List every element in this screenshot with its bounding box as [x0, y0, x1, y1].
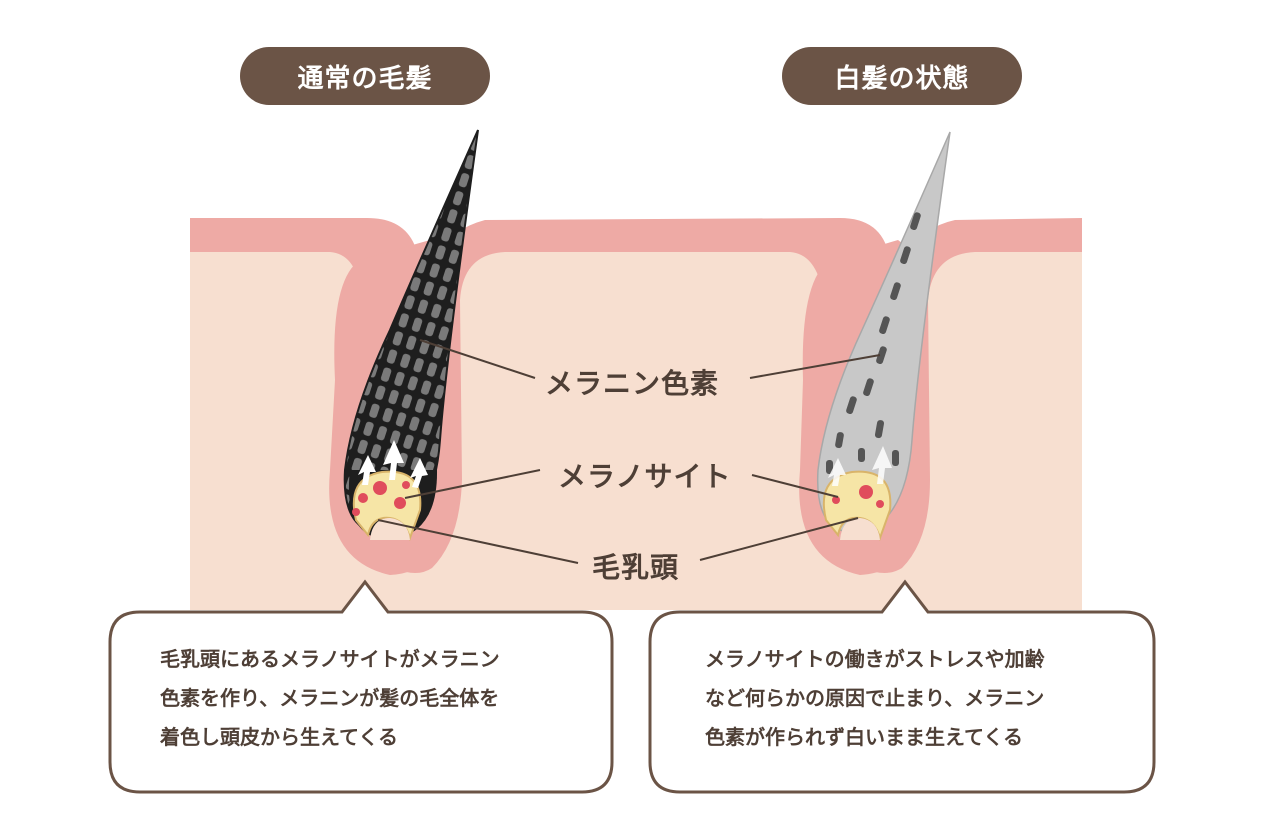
gray-caption: メラノサイトの働きがストレスや加齢 など何らかの原因で止まり、メラニン 色素が作…	[705, 640, 1045, 757]
caption-line: 毛乳頭にあるメラノサイトがメラニン	[160, 647, 500, 671]
caption-line: 着色し頭皮から生えてくる	[160, 725, 398, 749]
normal-callout-box	[108, 579, 614, 794]
melanin-dot	[832, 496, 840, 504]
melanin-dot	[859, 485, 873, 499]
normal-follicle	[329, 129, 479, 575]
caption-line: メラノサイトの働きがストレスや加齢	[705, 647, 1045, 671]
gray-papilla	[840, 518, 880, 540]
skin-inner-layer	[190, 252, 1082, 610]
normal-caption: 毛乳頭にあるメラノサイトがメラニン 色素を作り、メラニンが髪の毛全体を 着色し頭…	[160, 640, 500, 757]
heading-gray-hair: 白髪の状態	[782, 47, 1022, 105]
melanin-dot	[358, 493, 368, 503]
melanin-dot	[402, 481, 410, 489]
gray-callout-box	[648, 579, 1156, 794]
melanin-dot	[352, 508, 360, 516]
caption-line: 色素が作られず白いまま生えてくる	[705, 725, 1023, 749]
label-melanin: メラニン色素	[545, 367, 720, 400]
label-papilla: 毛乳頭	[592, 551, 680, 584]
label-melanocyte: メラノサイト	[558, 460, 732, 493]
melanin-flow-arrows	[358, 440, 428, 488]
gray-follicle	[799, 131, 951, 575]
sparse-melanin-marks	[826, 212, 921, 474]
melanin-dot	[373, 481, 387, 495]
melanin-dot	[394, 497, 406, 509]
stopped-flow-arrows	[828, 446, 892, 486]
papilla	[370, 518, 410, 540]
heading-normal-hair: 通常の毛髪	[240, 47, 490, 105]
caption-line: 色素を作り、メラニンが髪の毛全体を	[160, 686, 500, 710]
caption-line: など何らかの原因で止まり、メラニン	[705, 686, 1045, 710]
leader-lines	[377, 339, 881, 564]
melanin-dot	[876, 500, 884, 508]
